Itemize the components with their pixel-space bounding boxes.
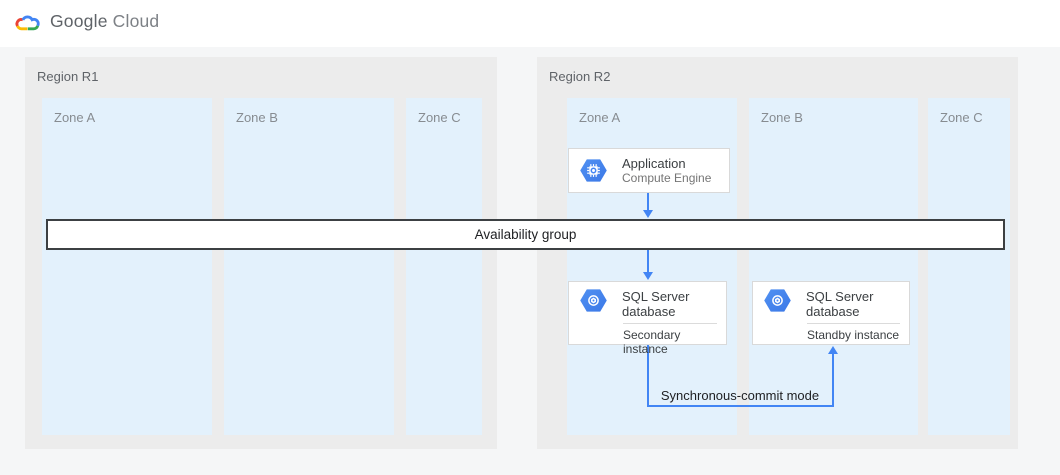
sql-secondary-instance-label: Secondary instance	[623, 328, 681, 356]
google-cloud-wordmark: Google Cloud	[50, 11, 159, 32]
region-r1-zone-b-strip: Zone B	[224, 98, 394, 435]
region-r2-zone-c-strip: Zone C	[928, 98, 1010, 435]
sql-secondary-divider	[623, 323, 717, 324]
sync-connector-arrowhead-icon	[828, 346, 838, 354]
app-to-bar-line	[647, 193, 649, 210]
availability-group-label: Availability group	[474, 227, 577, 242]
application-title: Application	[622, 155, 686, 171]
application-product: Compute Engine	[622, 170, 712, 185]
sync-connector-down-line	[647, 345, 649, 407]
sync-connector-up-line	[832, 353, 834, 405]
brand-cloud-text: Cloud	[112, 11, 160, 31]
region-r1: Region R1 Zone A Zone B Zone C	[25, 57, 497, 449]
region-r1-label: Region R1	[37, 69, 99, 84]
region-r1-zone-c-strip: Zone C	[406, 98, 482, 435]
zone-a-label: Zone A	[579, 110, 621, 125]
google-cloud-logo-icon	[15, 15, 40, 31]
compute-engine-icon	[580, 159, 607, 182]
page-header: Google Cloud	[0, 0, 1060, 47]
application-node: Application Compute Engine	[568, 148, 730, 193]
bar-to-sql-arrowhead-icon	[643, 272, 653, 280]
region-r1-zone-a-strip: Zone A	[42, 98, 212, 435]
zone-b-label: Zone B	[236, 110, 278, 125]
sql-standby-divider	[807, 323, 900, 324]
sql-secondary-title: SQL Server database	[622, 289, 689, 319]
diagram-canvas: Region R1 Zone A Zone B Zone C Region R2…	[0, 47, 1060, 475]
sql-title-line2: database	[622, 304, 676, 319]
brand-google-text: Google	[50, 11, 108, 31]
google-cloud-logo: Google Cloud	[14, 11, 159, 32]
sql-server-icon	[764, 289, 791, 312]
sql-standby-title: SQL Server database	[806, 289, 873, 319]
zone-a-label: Zone A	[54, 110, 96, 125]
sql-title-line2: database	[806, 304, 860, 319]
app-to-bar-arrowhead-icon	[643, 210, 653, 218]
zone-c-label: Zone C	[940, 110, 983, 125]
sql-secondary-row: SQL Server database	[569, 282, 726, 319]
sql-server-icon	[580, 289, 607, 312]
zone-b-label: Zone B	[761, 110, 803, 125]
availability-group-bar: Availability group	[46, 219, 1005, 250]
sql-title-line1: SQL Server	[622, 289, 690, 304]
sql-standby-instance-label: Standby instance	[807, 328, 900, 342]
bar-to-sql-line	[647, 250, 649, 272]
sql-title-line1: SQL Server	[806, 289, 874, 304]
sql-standby-row: SQL Server database	[753, 282, 909, 319]
sync-connector-horizontal-line	[647, 405, 834, 407]
region-r2-label: Region R2	[549, 69, 611, 84]
sync-commit-mode-label: Synchronous-commit mode	[660, 388, 820, 403]
zone-c-label: Zone C	[418, 110, 461, 125]
sql-server-standby-node: SQL Server database Standby instance	[752, 281, 910, 345]
sql-server-secondary-node: SQL Server database Secondary instance	[568, 281, 727, 356]
application-node-text: Application Compute Engine	[622, 156, 711, 186]
